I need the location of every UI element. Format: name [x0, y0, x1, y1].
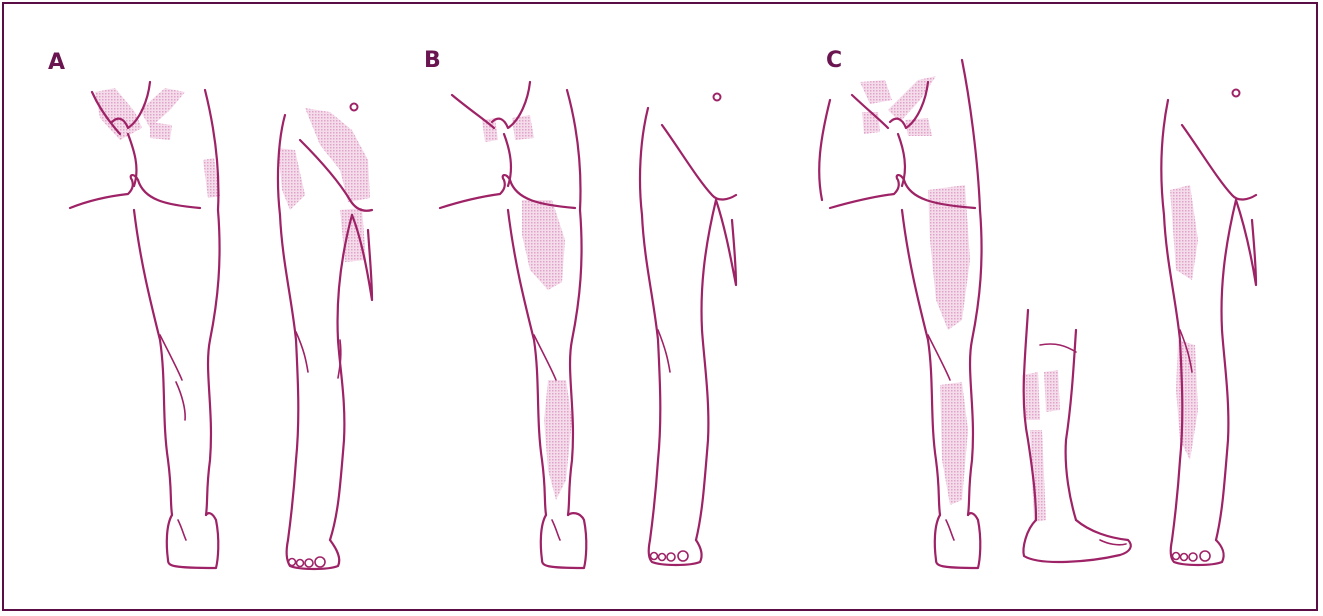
- panel-a-posterior-leg: [70, 82, 220, 568]
- panel-b-anterior-leg: [640, 94, 736, 566]
- panel-b-posterior-leg: [440, 82, 586, 568]
- panel-c-lateral-lower-leg: [1022, 310, 1131, 562]
- panel-a-anterior-leg: [278, 104, 372, 570]
- panel-c-posterior-leg: [819, 60, 981, 568]
- panel-c-anterior-leg: [1161, 90, 1256, 566]
